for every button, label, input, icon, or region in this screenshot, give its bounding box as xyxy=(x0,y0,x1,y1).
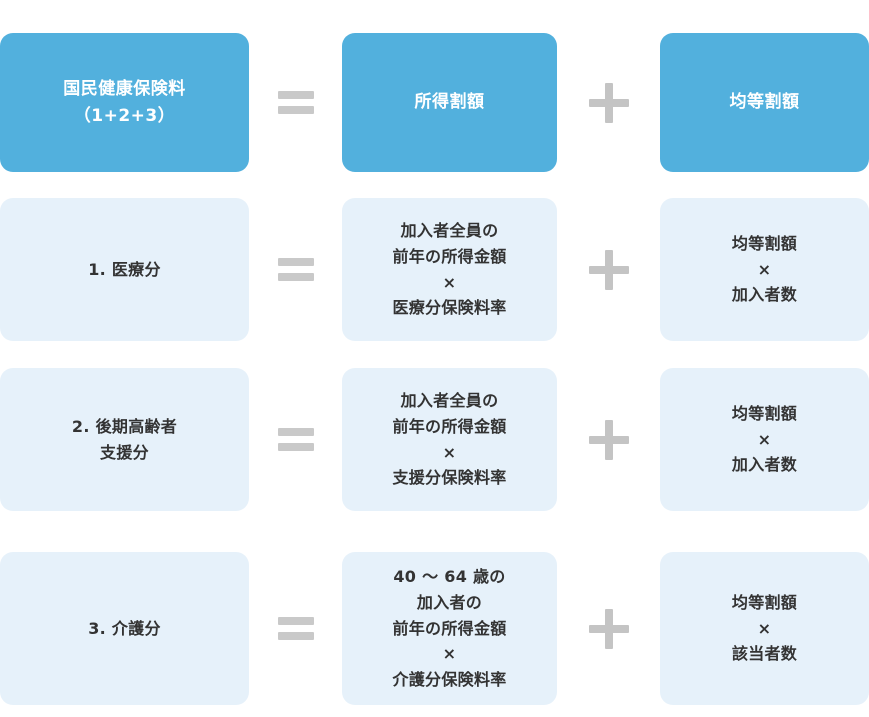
equals-icon xyxy=(277,428,314,451)
equal-share-label-total: 均等割額 xyxy=(729,92,800,113)
income-label-medical: 加入者全員の前年の所得金額×医療分保険料率 xyxy=(392,220,507,318)
formula-row-nursing-care: 3. 介護分 40 ～ 64 歳の加入者の前年の所得金額×介護分保険料率 均等割… xyxy=(0,552,869,705)
plus-icon xyxy=(588,82,629,123)
plus-operator xyxy=(557,33,660,172)
equals-icon xyxy=(277,91,314,114)
plus-operator-medical xyxy=(557,198,660,341)
term-box-medical: 1. 医療分 xyxy=(0,198,249,341)
term-label-total: 国民健康保険料（1+2+3） xyxy=(63,79,186,126)
equal-share-box-total: 均等割額 xyxy=(660,33,869,172)
term-label-medical: 1. 医療分 xyxy=(88,259,161,279)
plus-icon xyxy=(588,249,629,290)
equals-operator xyxy=(249,33,342,172)
formula-row-total: 国民健康保険料（1+2+3） 所得割額 均等割額 xyxy=(0,33,869,172)
term-label-nursing-care: 3. 介護分 xyxy=(88,618,161,638)
plus-operator-nursing-care xyxy=(557,552,660,705)
plus-icon xyxy=(588,608,629,649)
equal-share-box-nursing-care: 均等割額×該当者数 xyxy=(660,552,869,705)
plus-operator-elderly-support xyxy=(557,368,660,511)
equals-icon xyxy=(277,617,314,640)
equals-operator-medical xyxy=(249,198,342,341)
term-box-nursing-care: 3. 介護分 xyxy=(0,552,249,705)
income-box-total: 所得割額 xyxy=(342,33,557,172)
income-label-elderly-support: 加入者全員の前年の所得金額×支援分保険料率 xyxy=(392,390,507,488)
income-box-nursing-care: 40 ～ 64 歳の加入者の前年の所得金額×介護分保険料率 xyxy=(342,552,557,705)
income-label-nursing-care: 40 ～ 64 歳の加入者の前年の所得金額×介護分保険料率 xyxy=(392,566,507,690)
formula-row-medical: 1. 医療分 加入者全員の前年の所得金額×医療分保険料率 均等割額×加入者数 xyxy=(0,198,869,341)
income-label-total: 所得割額 xyxy=(414,92,485,113)
equals-operator-elderly-support xyxy=(249,368,342,511)
equal-share-box-elderly-support: 均等割額×加入者数 xyxy=(660,368,869,511)
clipped-heading-fragment xyxy=(0,0,869,3)
equals-operator-nursing-care xyxy=(249,552,342,705)
plus-icon xyxy=(588,419,629,460)
equal-share-label-elderly-support: 均等割額×加入者数 xyxy=(731,403,798,475)
formula-row-elderly-support: 2. 後期高齢者支援分 加入者全員の前年の所得金額×支援分保険料率 均等割額×加… xyxy=(0,368,869,511)
income-box-elderly-support: 加入者全員の前年の所得金額×支援分保険料率 xyxy=(342,368,557,511)
term-box-total: 国民健康保険料（1+2+3） xyxy=(0,33,249,172)
term-box-elderly-support: 2. 後期高齢者支援分 xyxy=(0,368,249,511)
equal-share-box-medical: 均等割額×加入者数 xyxy=(660,198,869,341)
equal-share-label-nursing-care: 均等割額×該当者数 xyxy=(731,592,798,664)
income-box-medical: 加入者全員の前年の所得金額×医療分保険料率 xyxy=(342,198,557,341)
term-label-elderly-support: 2. 後期高齢者支援分 xyxy=(71,416,178,462)
equals-icon xyxy=(277,258,314,281)
equal-share-label-medical: 均等割額×加入者数 xyxy=(731,233,798,305)
